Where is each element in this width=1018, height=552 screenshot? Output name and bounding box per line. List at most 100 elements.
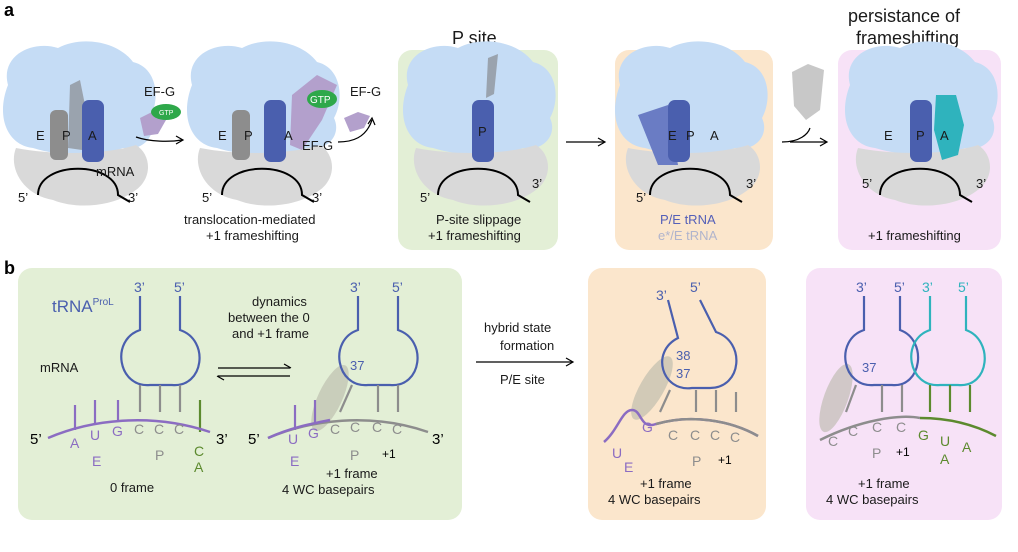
site-p-label: P (62, 128, 71, 143)
arrow-2 (337, 119, 373, 143)
trna-0-three: 3’ (134, 279, 145, 295)
mrna-final (819, 415, 921, 442)
site-e-0: E (92, 453, 101, 469)
nt-c2: C (154, 421, 164, 437)
trna-label: tRNAProL (52, 297, 114, 316)
orange-box-b (588, 268, 766, 520)
five-prime-4: 5’ (636, 190, 646, 205)
caption-3-line1: P-site slippage (436, 212, 521, 227)
site-p-0: P (155, 447, 164, 463)
caption-5: +1 frameshifting (868, 228, 961, 243)
nt-c4: C (194, 443, 204, 459)
three-prime-2: 3’ (312, 190, 322, 205)
nt-pe-c2: C (690, 427, 700, 443)
panel-b-label: b (4, 258, 15, 278)
mrna-1-five: 5’ (248, 431, 260, 448)
ribosome-3: P (402, 41, 556, 206)
trna-pe (661, 299, 738, 390)
nt-f-g: G (918, 427, 929, 443)
nt-f-c3: C (872, 419, 882, 435)
nt1-c1: C (330, 421, 340, 437)
mrna-0 (47, 419, 211, 440)
nt-pe-c4: C (730, 429, 740, 445)
pe-trna-label: P/E tRNA (660, 212, 716, 227)
plus1-final: +1 (896, 445, 910, 459)
nt1-g: G (308, 425, 319, 441)
pos-37-pe: 37 (676, 366, 690, 381)
site-p-label-4: P (686, 128, 695, 143)
ribosome-5: E P A (844, 41, 998, 206)
ribosome-2: E P A (186, 41, 340, 206)
wc-label-1: 4 WC basepairs (282, 482, 375, 497)
site-p-label-3: P (478, 124, 487, 139)
nt-f-c1: C (828, 433, 838, 449)
trna-0-five: 5’ (174, 279, 185, 295)
frame1-label-pe: +1 frame (640, 476, 692, 491)
pos-38: 38 (676, 348, 690, 363)
hyb-1: hybrid state (484, 320, 551, 335)
trna-1-five: 5’ (392, 279, 403, 295)
site-p-pe: P (692, 453, 701, 469)
ef-g-label-2: EF-G (302, 138, 333, 153)
gtp-label-1: GTP (159, 110, 174, 117)
mrna-1-three: 3’ (432, 431, 444, 448)
arrow-1 (135, 136, 183, 142)
nt-pe-c1: C (668, 427, 678, 443)
dyn-1: dynamics (252, 294, 307, 309)
wc-label-final: 4 WC basepairs (826, 492, 919, 507)
mrna-0-three: 3’ (216, 431, 228, 448)
site-e-label-4: E (668, 128, 677, 143)
trna-a-five: 5’ (958, 279, 969, 295)
hyb-2: formation (500, 338, 554, 353)
nt-a2: A (194, 459, 204, 475)
ribosome-1: E P A (2, 41, 156, 206)
trna-a-three: 3’ (922, 279, 933, 295)
nt-g: G (112, 423, 123, 439)
estar-trna-label: e*/E tRNA (658, 228, 718, 243)
three-prime-3: 3’ (532, 176, 542, 191)
persist-title-1: persistance of (848, 6, 961, 26)
nt-f-c4: C (896, 419, 906, 435)
site-p-final: P (872, 445, 881, 461)
nt1-c4: C (392, 421, 402, 437)
site-a-label: A (88, 128, 97, 143)
nt-pe-u: U (612, 445, 622, 461)
three-prime-4: 3’ (746, 176, 756, 191)
gtp-label-2: GTP (310, 95, 331, 106)
frame1-label-final: +1 frame (858, 476, 910, 491)
ef-g-label-3: EF-G (350, 84, 381, 99)
ribosome-4: E P A (614, 41, 768, 206)
departing-trna (792, 64, 824, 120)
nt1-c2: C (350, 419, 360, 435)
plus1-1: +1 (382, 447, 396, 461)
site-a-label-5: A (940, 128, 949, 143)
nt-u: U (90, 427, 100, 443)
trna-p-five: 5’ (894, 279, 905, 295)
five-prime-3: 5’ (420, 190, 430, 205)
three-prime-5: 3’ (976, 176, 986, 191)
nt1-c3: C (372, 419, 382, 435)
mrna-label-1: mRNA (96, 164, 135, 179)
caption-1-line2: +1 frameshifting (206, 228, 299, 243)
dyn-3: and +1 frame (232, 326, 309, 341)
panel-a-label: a (4, 0, 15, 20)
site-p-label-2: P (244, 128, 253, 143)
ef-g-departing (344, 112, 370, 132)
green-box-b (18, 268, 462, 520)
site-e-pe: E (624, 459, 633, 475)
nt-f-u: U (940, 433, 950, 449)
site-p-label-5: P (916, 128, 925, 143)
trna-pe-five: 5’ (690, 279, 701, 295)
site-p-1: P (350, 447, 359, 463)
nt1-u: U (288, 431, 298, 447)
three-prime-1: 3’ (128, 190, 138, 205)
nt-pe-c3: C (710, 427, 720, 443)
five-prime-2: 5’ (202, 190, 212, 205)
ef-g-1: GTP (140, 104, 181, 136)
nt-c3: C (174, 421, 184, 437)
trna-1-three: 3’ (350, 279, 361, 295)
pe-site-label: P/E site (500, 372, 545, 387)
plus1-pe: +1 (718, 453, 732, 467)
five-prime-5: 5’ (862, 176, 872, 191)
